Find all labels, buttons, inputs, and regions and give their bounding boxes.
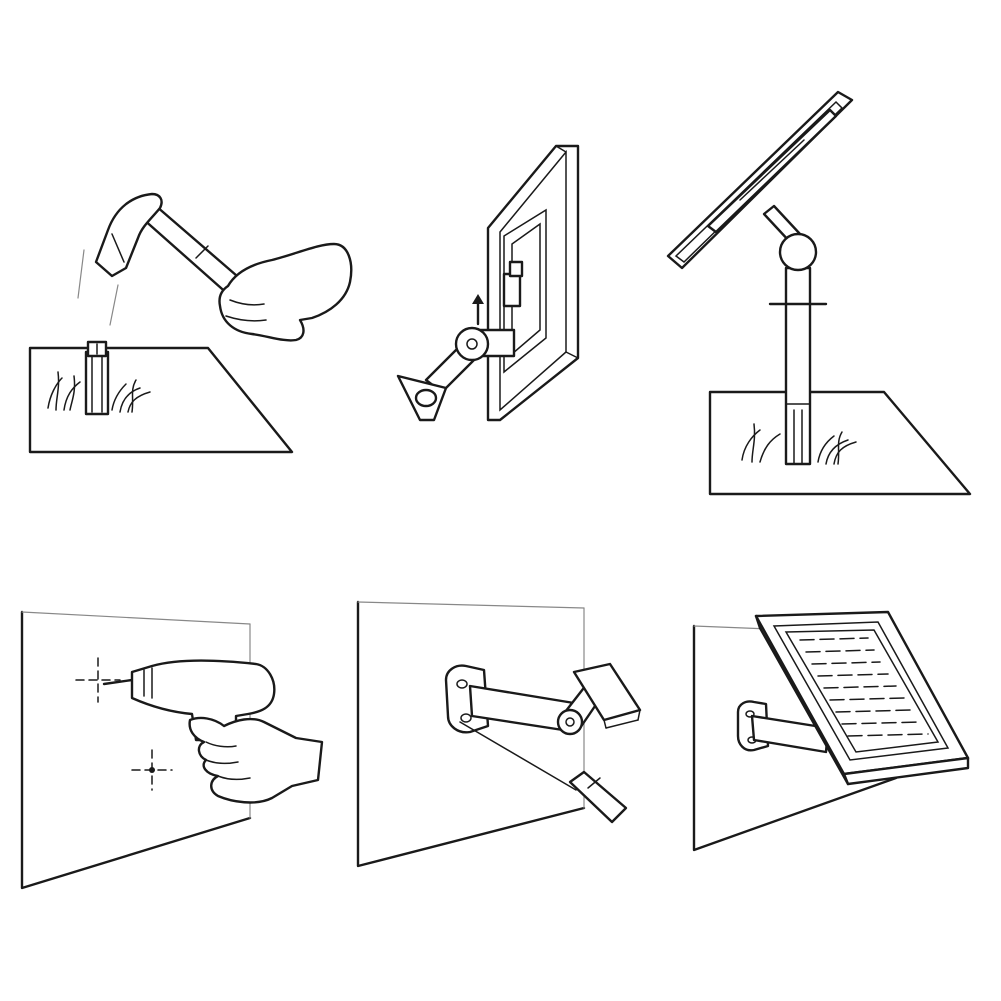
drill-target-crosshair-icon [131, 749, 173, 791]
pivot-joint [556, 708, 584, 736]
support-pole [784, 266, 812, 466]
wall-outline [20, 610, 252, 890]
wall-outline [692, 624, 898, 852]
bracket-arm [750, 714, 830, 754]
ground-slab [708, 390, 972, 496]
hammer-head-icon [94, 192, 163, 278]
hand-icon [218, 242, 353, 342]
solar-cell-grid [799, 637, 929, 737]
grass-icon [741, 423, 857, 465]
wall-outline [356, 600, 586, 868]
power-drill-icon [130, 659, 276, 742]
drill-target-crosshair-icon [75, 657, 121, 703]
screwdriver-icon [568, 770, 628, 824]
bracket-base-plate [396, 374, 448, 422]
ground-slab [28, 346, 294, 454]
ball-joint [778, 232, 818, 272]
hand-icon [188, 716, 324, 804]
grass-icon [47, 371, 151, 413]
drill-bit [102, 678, 134, 686]
pivot-joint [454, 326, 490, 362]
screwdriver-shaft [459, 721, 577, 791]
